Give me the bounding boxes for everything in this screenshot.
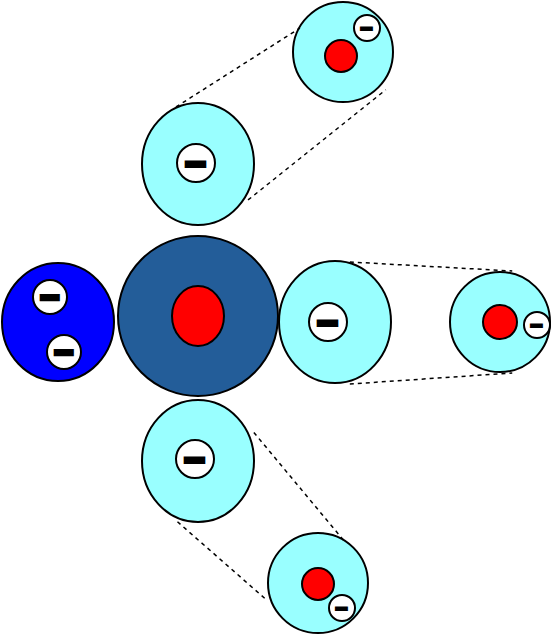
electron: − xyxy=(308,302,348,342)
dashed-projection-line xyxy=(176,28,300,107)
charge-wrap: − xyxy=(328,594,356,622)
charge-sign: − xyxy=(37,266,64,328)
bond-orbital: − xyxy=(141,102,255,226)
electron: − xyxy=(176,143,216,183)
charge-sign: − xyxy=(51,321,78,383)
outline-ellipse xyxy=(450,272,550,372)
lone-pair-orbital: −− xyxy=(1,262,115,382)
nucleus xyxy=(483,305,517,339)
outline-ellipse xyxy=(268,533,368,633)
outline-ellipse xyxy=(142,103,254,225)
charge-sign: − xyxy=(333,588,350,628)
charge-sign: − xyxy=(358,8,375,48)
charge-sign: − xyxy=(528,305,545,345)
charge-wrap: − xyxy=(176,143,216,183)
bond-orbital: − xyxy=(278,260,392,384)
electron: − xyxy=(32,279,68,315)
node-outline xyxy=(292,1,394,103)
dashed-projection-line xyxy=(248,90,386,200)
electron: − xyxy=(353,14,381,42)
charge-wrap: − xyxy=(308,302,348,342)
dashed-projection-line xyxy=(350,373,512,384)
electron: − xyxy=(175,439,215,479)
dashed-projection-line xyxy=(350,262,512,271)
nucleus xyxy=(172,286,224,346)
electron: − xyxy=(523,311,551,339)
nucleus xyxy=(325,40,357,72)
charge-wrap: − xyxy=(32,279,68,315)
charge-wrap: − xyxy=(46,334,82,370)
outline-ellipse xyxy=(293,2,393,102)
outline-ellipse xyxy=(142,400,254,522)
charge-sign: − xyxy=(314,289,343,355)
charge-sign: − xyxy=(181,426,210,492)
central-atom xyxy=(118,236,278,396)
dashed-projection-line xyxy=(254,432,344,540)
nucleus xyxy=(302,568,334,600)
charge-wrap: − xyxy=(523,311,551,339)
outline-ellipse xyxy=(279,261,391,383)
charge-wrap: − xyxy=(175,439,215,479)
hydrogen-atom: − xyxy=(449,271,551,373)
hydrogen-atom: − xyxy=(292,1,394,103)
node-outline xyxy=(267,532,369,634)
dashed-projection-line xyxy=(177,522,267,601)
electron: − xyxy=(46,334,82,370)
hydrogen-atom: − xyxy=(267,532,369,634)
electron: − xyxy=(328,594,356,622)
charge-sign: − xyxy=(182,130,211,196)
bond-orbital: − xyxy=(141,399,255,523)
charge-wrap: − xyxy=(353,14,381,42)
